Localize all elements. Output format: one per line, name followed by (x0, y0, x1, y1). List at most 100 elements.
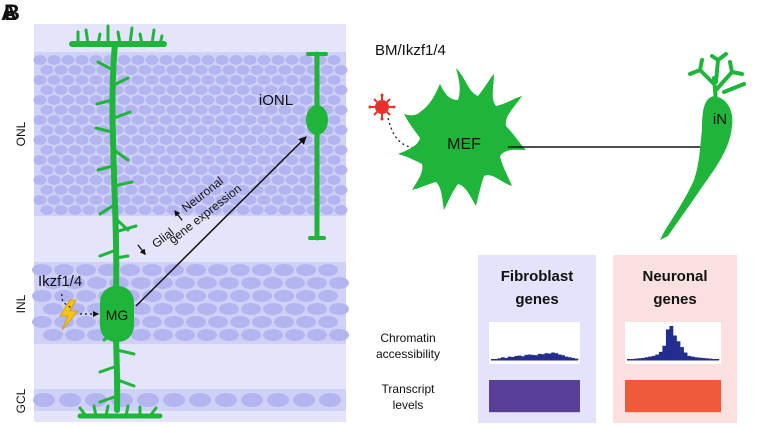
neuronal-transcript-stripe (625, 408, 721, 411)
onl-nucleus (173, 55, 187, 65)
panel-label-b: B (4, 0, 20, 25)
neuronal-transcript-stripe (625, 394, 721, 397)
fibroblast-transcript-stripe (489, 382, 580, 385)
onl-nucleus (243, 55, 257, 65)
onl-nucleus (47, 155, 61, 165)
neuronal-accessibility-bar (701, 357, 706, 360)
neuronal-transcript-stripe (625, 388, 721, 391)
onl-nucleus (117, 55, 131, 65)
onl-nucleus (250, 105, 264, 115)
inl-nucleus (153, 329, 173, 341)
neuronal-accessibility-bar (690, 356, 695, 360)
onl-nucleus (194, 105, 208, 115)
onl-nucleus (243, 135, 257, 145)
onl-nucleus (285, 115, 299, 125)
onl-nucleus (334, 105, 348, 115)
onl-nucleus (68, 105, 82, 115)
onl-nucleus (159, 115, 173, 125)
onl-nucleus (257, 135, 271, 145)
onl-nucleus (68, 85, 82, 95)
inl-nucleus (318, 264, 338, 276)
inl-nucleus (98, 264, 118, 276)
neuronal-accessibility-bar (648, 356, 653, 360)
onl-nucleus (278, 165, 292, 175)
gcl-nucleus (85, 393, 107, 407)
onl-nucleus (257, 155, 271, 165)
neuronal-accessibility-bar (641, 357, 645, 360)
onl-nucleus (138, 85, 152, 95)
onl-nucleus (215, 115, 229, 125)
onl-nucleus (40, 165, 54, 175)
neuronal-accessibility-bar (658, 351, 663, 360)
inl-nucleus (296, 264, 316, 276)
onl-nucleus (327, 115, 341, 125)
onl-nucleus (208, 145, 222, 155)
inl-nucleus (208, 316, 228, 328)
inl-nucleus (131, 277, 151, 289)
onl-nucleus (180, 105, 194, 115)
onl-nucleus (33, 135, 47, 145)
inl-nucleus (131, 329, 151, 341)
onl-nucleus (61, 195, 75, 205)
fibroblast-accessibility-bar (537, 353, 542, 360)
inl-nucleus (43, 303, 63, 315)
onl-nucleus (159, 155, 173, 165)
onl-nucleus (229, 135, 243, 145)
onl-nucleus (68, 125, 82, 135)
inl-nucleus (197, 329, 217, 341)
onl-nucleus (271, 75, 285, 85)
onl-nucleus (215, 95, 229, 105)
onl-nucleus (173, 175, 187, 185)
inl-nuclei (32, 264, 349, 341)
inl-nucleus (252, 316, 272, 328)
onl-nucleus (180, 165, 194, 175)
onl-nucleus (180, 205, 194, 215)
onl-nucleus (215, 195, 229, 205)
inl-nucleus (230, 316, 250, 328)
fibroblast-accessibility-bar (541, 354, 545, 360)
fibroblast-transcript-stripe (489, 380, 580, 383)
onl-nucleus (33, 95, 47, 105)
onl-nucleus (208, 65, 222, 75)
onl-nucleus (61, 95, 75, 105)
onl-nucleus (40, 205, 54, 215)
layer-label-gcl: GCL (14, 388, 28, 413)
onl-nucleus (187, 195, 201, 205)
onl-nucleus (89, 75, 103, 85)
onl-nucleus (278, 125, 292, 135)
neuronal-transcript-stripes (625, 380, 721, 413)
inl-nucleus (208, 290, 228, 302)
onl-nucleus (33, 55, 47, 65)
fibroblast-transcript-stripes (489, 380, 580, 413)
onl-nucleus (152, 65, 166, 75)
inl-nucleus (186, 264, 206, 276)
neuronal-accessibility-bar (683, 352, 688, 360)
onl-nucleus (292, 145, 306, 155)
factor-dotted-arrow-a (61, 293, 73, 309)
fibroblast-title-line1: Fibroblast (501, 268, 574, 285)
onl-nucleus (54, 105, 68, 115)
onl-nucleus (138, 205, 152, 215)
onl-nucleus (194, 125, 208, 135)
onl-nucleus (278, 185, 292, 195)
onl-nucleus (40, 85, 54, 95)
fibroblast-accessibility-bar (504, 357, 509, 360)
onl-nucleus (215, 135, 229, 145)
inl-nucleus (197, 303, 217, 315)
onl-nucleus (299, 175, 313, 185)
onl-nucleus (250, 125, 264, 135)
onl-nucleus (180, 65, 194, 75)
inl-nucleus (208, 264, 228, 276)
onl-nucleus (278, 205, 292, 215)
onl-nucleus (138, 145, 152, 155)
inl-nucleus (274, 316, 294, 328)
fibroblast-transcript-stripe (489, 402, 580, 405)
neuronal-transcript-stripe (625, 392, 721, 395)
onl-nucleus (131, 195, 145, 205)
onl-nucleus (229, 95, 243, 105)
fibroblast-accessibility-bar (551, 352, 555, 360)
onl-nucleus (173, 195, 187, 205)
onl-nucleus (40, 185, 54, 195)
fibroblast-accessibility-bar (564, 356, 569, 360)
onl-nucleus (194, 85, 208, 95)
